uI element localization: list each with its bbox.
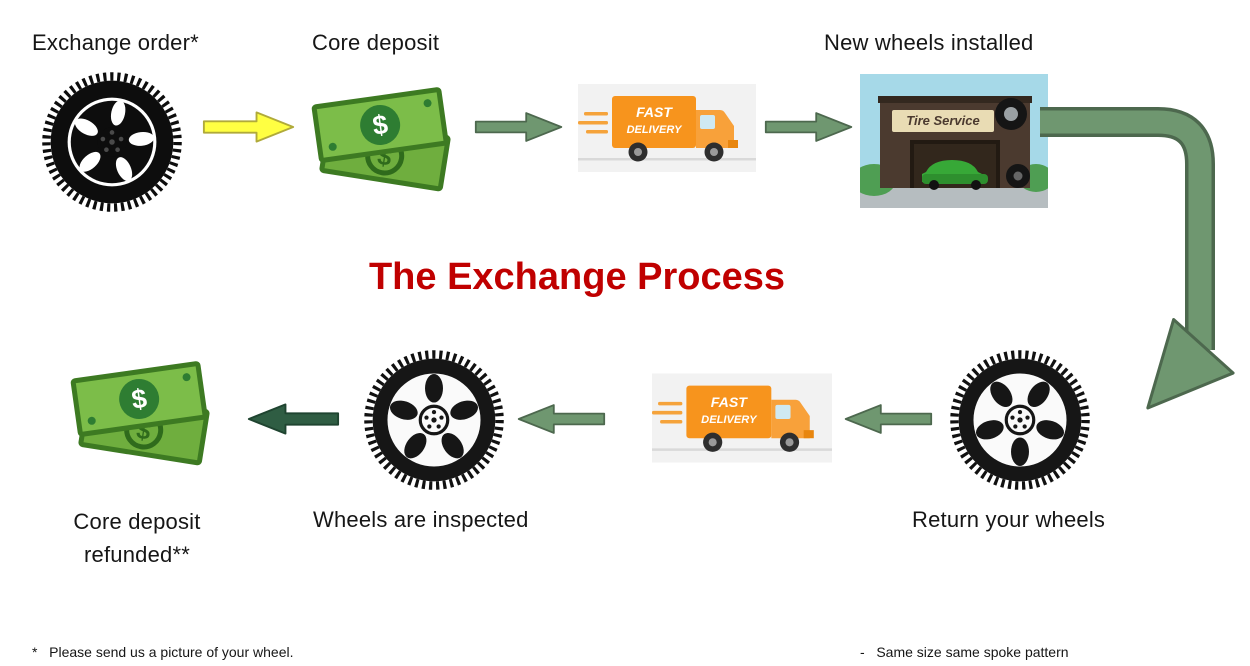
footnote-same-size: - Same size same spoke pattern	[860, 643, 1069, 660]
silver-wheel-icon	[950, 350, 1090, 490]
footnotes-right: - Same size same spoke pattern - No chro…	[860, 593, 1131, 666]
black-wheel-icon	[42, 72, 182, 212]
arrow-right-yellow-icon	[202, 111, 295, 143]
arrow-left-icon	[844, 404, 933, 434]
step-label-new-wheels-installed: New wheels installed	[824, 30, 1034, 55]
dollar-sign: $	[130, 383, 149, 415]
tire-shop-icon: Tire Service	[860, 74, 1048, 208]
cash-icon: $ $	[311, 87, 451, 192]
arrow-left-icon	[517, 404, 606, 434]
step-label-core-deposit-refunded-line2: refunded**	[84, 542, 190, 567]
arrow-left-dark-icon	[247, 403, 340, 435]
truck-text-delivery: DELIVERY	[701, 414, 758, 426]
shop-sign-text: Tire Service	[906, 113, 979, 128]
cash-icon: $ $	[70, 361, 210, 466]
delivery-truck-icon: FAST DELIVERY	[652, 373, 832, 463]
step-label-wheels-inspected: Wheels are inspected	[313, 507, 529, 532]
step-label-return-your-wheels: Return your wheels	[912, 507, 1106, 532]
truck-text-fast: FAST	[711, 394, 749, 410]
truck-text-delivery: DELIVERY	[627, 124, 683, 136]
curved-flow-arrow-icon	[1040, 107, 1235, 410]
delivery-truck-icon: FAST DELIVERY	[578, 84, 756, 172]
dollar-sign: $	[371, 109, 390, 141]
arrow-right-icon	[764, 112, 853, 142]
footnote-picture: * Please send us a picture of your wheel…	[32, 643, 294, 660]
arrow-right-icon	[474, 112, 563, 142]
step-label-core-deposit-refunded: Core deposit refunded**	[37, 505, 237, 571]
truck-text-fast: FAST	[636, 104, 673, 120]
step-label-core-deposit-refunded-line1: Core deposit	[73, 509, 201, 534]
silver-wheel-icon	[364, 350, 504, 490]
step-label-core-deposit: Core deposit	[312, 30, 440, 55]
step-label-exchange-order: Exchange order*	[32, 30, 199, 55]
footnotes-left: * Please send us a picture of your wheel…	[32, 593, 293, 666]
diagram-title: The Exchange Process	[368, 256, 786, 298]
